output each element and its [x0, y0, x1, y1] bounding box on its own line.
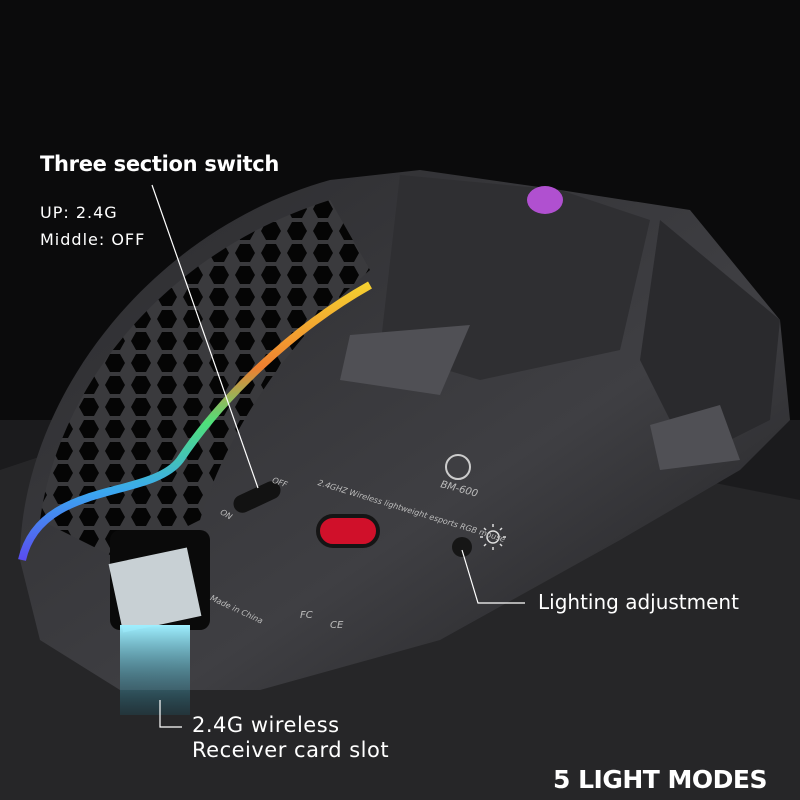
switch-callout-line	[151, 184, 259, 489]
glide-pad	[340, 325, 470, 395]
sun-icon	[480, 524, 506, 550]
lighting-label: Lighting adjustment	[538, 590, 739, 614]
rgb-light-strip	[18, 281, 372, 561]
receiver-callout-line	[159, 700, 182, 728]
switch-middle-label: Middle: OFF	[40, 230, 146, 249]
optical-sensor	[316, 514, 380, 548]
mode-switch[interactable]	[231, 478, 284, 515]
receiver-label-line1: 2.4G wireless	[192, 713, 340, 737]
honeycomb-shell	[40, 200, 370, 560]
fc-mark: FC	[300, 610, 313, 621]
switch-up-label: UP: 2.4G	[40, 203, 118, 222]
scroll-wheel-glow	[527, 186, 563, 214]
receiver-glow	[120, 625, 190, 715]
ce-mark: CE	[330, 620, 344, 631]
usb-receiver	[108, 547, 202, 633]
switch-title: Three section switch	[40, 152, 280, 176]
lighting-button[interactable]	[452, 537, 472, 557]
lighting-callout-line	[461, 549, 525, 604]
glide-pad	[650, 405, 740, 470]
side-panel	[640, 220, 780, 460]
light-modes-caption: 5 LIGHT MODES	[553, 765, 768, 794]
receiver-label-line2: Receiver card slot	[192, 738, 390, 762]
brand-logo-icon	[445, 454, 471, 480]
